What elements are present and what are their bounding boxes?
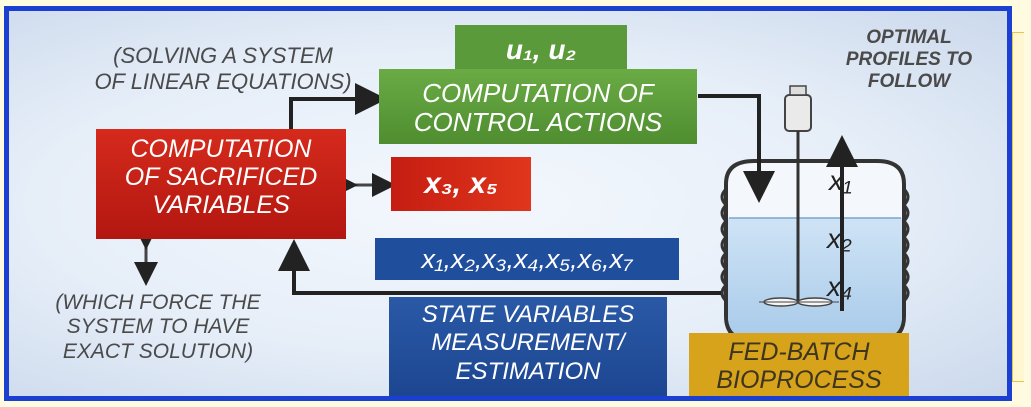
sacrificed-variables-values: x₃, x₅ — [391, 157, 531, 211]
note-which-force: (WHICH FORCE THE SYSTEM TO HAVE EXACT SO… — [55, 291, 261, 363]
control-inputs-label: u₁, u₂ — [455, 25, 627, 75]
control-to-reactor-arrow — [698, 94, 775, 203]
reactor-vessel — [720, 159, 910, 343]
reactor-label-x1: x₁ — [829, 165, 852, 196]
diagram-graphics — [134, 83, 910, 343]
sacrificed-variables-box: COMPUTATION OF SACRIFICED VARIABLES — [96, 129, 346, 239]
control-actions-box: COMPUTATION OF CONTROL ACTIONS — [379, 69, 697, 144]
feedback-arrow — [278, 239, 721, 295]
note-optimal-profiles: OPTIMAL PROFILES TO FOLLOW — [845, 27, 973, 93]
measurement-estimation-box: STATE VARIABLES MEASUREMENT/ ESTIMATION — [389, 297, 667, 396]
side-strip — [1012, 32, 1024, 382]
diagram-panel: (SOLVING A SYSTEM OF LINEAR EQUATIONS) (… — [4, 6, 1012, 401]
sacrificed-to-control-arrow — [289, 83, 387, 132]
fed-batch-bioprocess-label: FED-BATCH BIOPROCESS — [689, 333, 909, 396]
note-solving-system: (SOLVING A SYSTEM OF LINEAR EQUATIONS) — [94, 43, 352, 94]
reactor-label-x2: x₂ — [827, 223, 852, 254]
stirrer — [759, 85, 839, 307]
reactor-label-x4: x₄ — [827, 271, 853, 302]
state-variables-label: x₁,x₂,x₃,x₄,x₅,x₆,x₇ — [375, 238, 679, 280]
